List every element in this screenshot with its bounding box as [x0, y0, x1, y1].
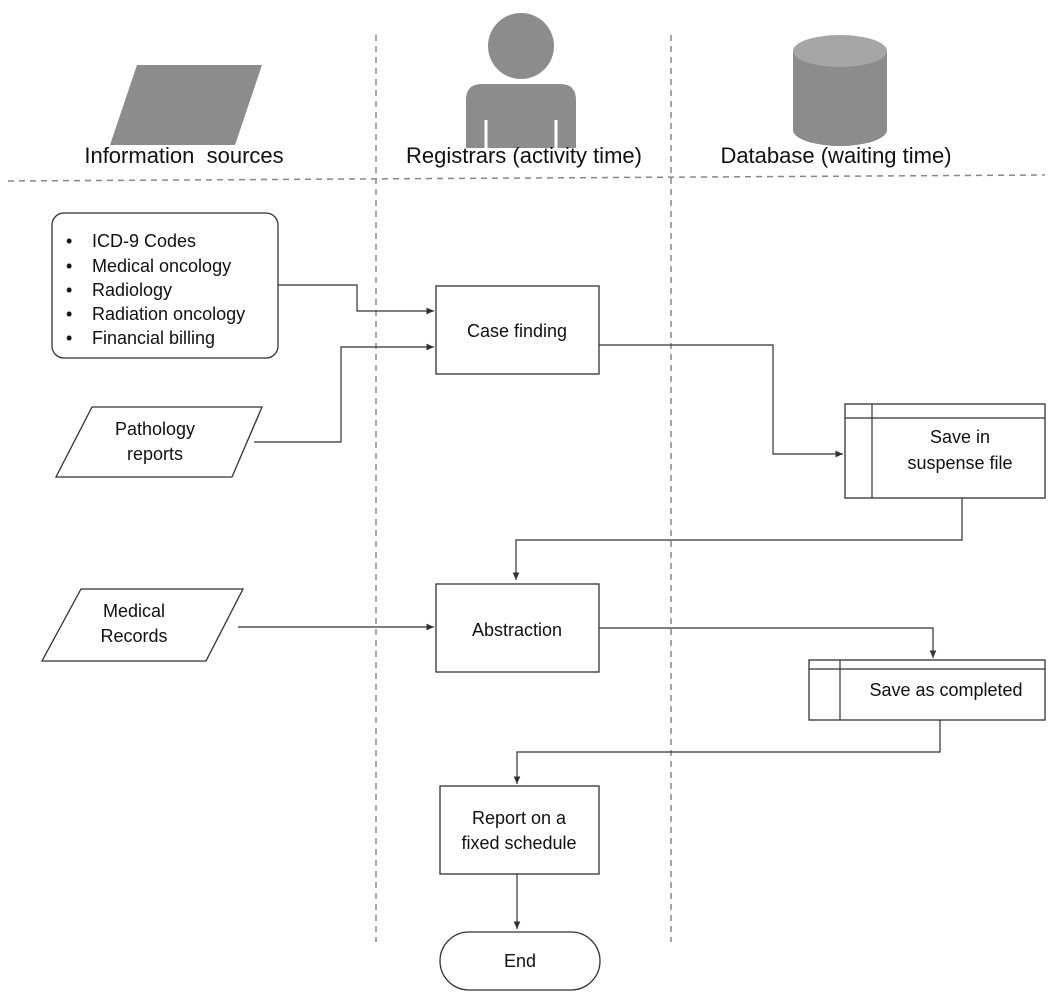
medical-records-label-line2: Records: [100, 626, 167, 646]
pathology-reports-source: [54, 406, 263, 478]
list-item: Medical oncology: [92, 256, 231, 276]
list-item: ICD-9 Codes: [92, 231, 196, 251]
connector-abstraction-to-completed: [599, 627, 937, 658]
medical-records-label-line1: Medical: [103, 601, 165, 621]
lane-header-registrars: Registrars (activity time): [406, 143, 642, 168]
connector-suspense-to-abstraction: [512, 498, 963, 580]
suspense-label-line2: suspense file: [907, 453, 1012, 473]
report-label-line1: Report on a: [472, 808, 567, 828]
abstraction-label: Abstraction: [472, 620, 562, 640]
data-source-icon: [110, 65, 262, 145]
medical-records-source: [40, 588, 245, 662]
pathology-label-line2: reports: [127, 444, 183, 464]
list-item: Financial billing: [92, 328, 215, 348]
suspense-file-storage: [844, 403, 1046, 499]
suspense-label-line1: Save in: [930, 427, 990, 447]
list-bullet: •: [66, 328, 72, 348]
list-bullet: •: [66, 231, 72, 251]
connector-codes-to-case-finding: [278, 284, 434, 315]
list-item: Radiation oncology: [92, 304, 245, 324]
case-finding-step: [435, 285, 600, 375]
database-icon: [793, 35, 887, 146]
connector-completed-to-report: [513, 720, 941, 784]
case-finding-label: Case finding: [467, 321, 567, 341]
connector-case-finding-to-suspense: [599, 344, 843, 458]
report-label-line2: fixed schedule: [461, 833, 576, 853]
report-step: [439, 785, 600, 875]
pathology-label-line1: Pathology: [115, 419, 195, 439]
connector-pathology-to-case-finding: [254, 343, 434, 443]
header-divider: [7, 174, 1046, 182]
lane-header-database: Database (waiting time): [720, 143, 951, 168]
codes-list: • ICD-9 Codes • Medical oncology • Radio…: [66, 231, 245, 348]
list-bullet: •: [66, 280, 72, 300]
lane-header-information-sources: Information sources: [84, 143, 283, 168]
abstraction-step: [435, 583, 600, 673]
end-terminator: [439, 931, 601, 991]
completed-storage: [808, 659, 1046, 721]
list-bullet: •: [66, 256, 72, 276]
list-bullet: •: [66, 304, 72, 324]
end-label: End: [504, 951, 536, 971]
person-icon: [466, 13, 576, 148]
completed-label: Save as completed: [869, 680, 1022, 700]
list-item: Radiology: [92, 280, 172, 300]
